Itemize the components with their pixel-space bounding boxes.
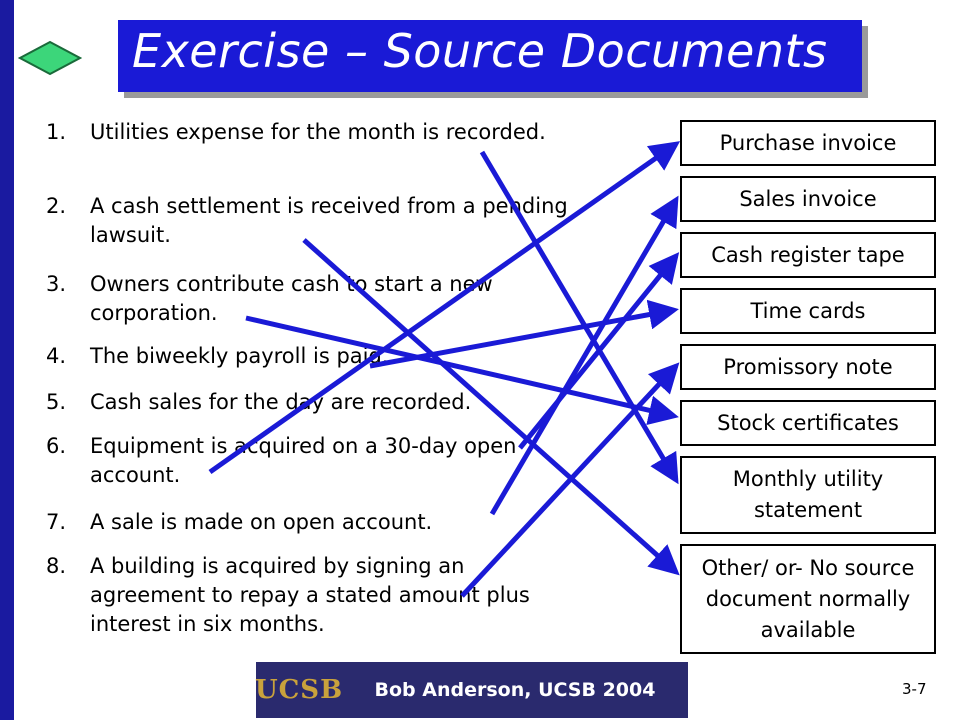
- doc-purchase-invoice: Purchase invoice: [680, 120, 936, 166]
- doc-other-no-source: Other/ or- No source document normally a…: [680, 544, 936, 654]
- doc-cash-register-tape: Cash register tape: [680, 232, 936, 278]
- question-text: A sale is made on open account.: [90, 510, 433, 534]
- question-text: A cash settlement is received from a pen…: [90, 194, 568, 247]
- question-text: Utilities expense for the month is recor…: [90, 120, 546, 144]
- question-number: 8.: [46, 554, 67, 578]
- question-number: 2.: [46, 194, 67, 218]
- question-number: 1.: [46, 120, 67, 144]
- question-text: Owners contribute cash to start a new co…: [90, 272, 493, 325]
- diamond-bullet-icon: [18, 40, 82, 76]
- doc-promissory-note: Promissory note: [680, 344, 936, 390]
- doc-sales-invoice: Sales invoice: [680, 176, 936, 222]
- doc-monthly-utility-statement: Monthly utility statement: [680, 456, 936, 534]
- question-number: 6.: [46, 434, 67, 458]
- question-text: Cash sales for the day are recorded.: [90, 390, 472, 414]
- question-number: 5.: [46, 390, 67, 414]
- ucsb-logo: UCSB: [254, 662, 344, 718]
- footer-credit-box: Bob Anderson, UCSB 2004: [342, 662, 688, 718]
- logo-text: UCSB: [254, 675, 344, 705]
- page-number: 3-7: [902, 680, 927, 698]
- question-number: 7.: [46, 510, 67, 534]
- question-text: A building is acquired by signing an agr…: [90, 554, 530, 636]
- page-title: Exercise – Source Documents: [132, 24, 828, 78]
- question-text: The biweekly payroll is paid.: [90, 344, 389, 368]
- left-accent-bar: [0, 0, 14, 720]
- question-text: Equipment is acquired on a 30-day open a…: [90, 434, 517, 487]
- doc-stock-certificates: Stock certificates: [680, 400, 936, 446]
- question-number: 3.: [46, 272, 67, 296]
- footer-credit: Bob Anderson, UCSB 2004: [374, 679, 656, 701]
- doc-time-cards: Time cards: [680, 288, 936, 334]
- question-number: 4.: [46, 344, 67, 368]
- title-banner: Exercise – Source Documents: [118, 20, 862, 92]
